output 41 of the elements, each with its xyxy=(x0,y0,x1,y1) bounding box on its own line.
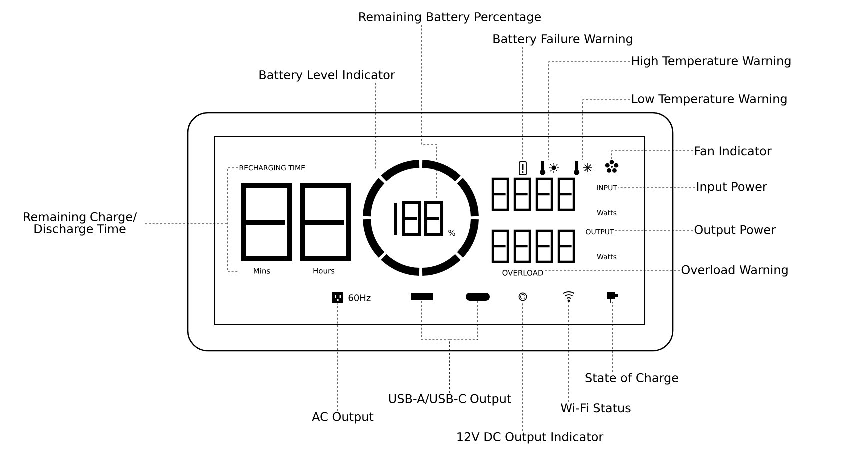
thermometer-icon xyxy=(540,161,560,176)
leader-line xyxy=(548,62,630,161)
battery-ring xyxy=(363,160,479,276)
thermometer-icon xyxy=(574,161,593,176)
leader-line xyxy=(422,24,438,200)
segment-digits xyxy=(492,178,576,212)
callout-text: Remaining Charge/ Discharge Time xyxy=(24,212,138,236)
wifi-icon xyxy=(563,291,575,302)
leader-line xyxy=(615,230,694,232)
leader-line xyxy=(582,100,630,161)
battery-icon xyxy=(519,162,527,176)
leader-line xyxy=(522,46,524,162)
fan-icon xyxy=(605,160,619,173)
battery-icon xyxy=(607,292,618,304)
callout-text: State of Charge xyxy=(586,373,678,385)
callout-text: Wi-Fi Status xyxy=(561,403,631,413)
callout-text: AC Output xyxy=(312,412,374,424)
callout-text: Output Power xyxy=(694,225,776,237)
leader-line xyxy=(612,302,614,372)
circle-icon xyxy=(518,292,528,302)
port-icon xyxy=(411,294,433,300)
callout-text: High Temperature Warning xyxy=(632,56,791,68)
callout-text: 12V DC Output Indicator xyxy=(458,432,604,444)
leader-line xyxy=(544,270,680,272)
callout-text: Overload Warning xyxy=(682,265,788,277)
display-label: 60Hz xyxy=(348,294,371,302)
callout-text: Low Temperature Warning xyxy=(632,94,787,106)
leader-line xyxy=(568,302,570,402)
port-icon xyxy=(466,293,490,301)
callout-text: Battery Failure Warning xyxy=(494,34,632,46)
callout-text: Battery Level Indicator xyxy=(260,70,396,82)
outlet-icon xyxy=(332,292,344,304)
segment-digits xyxy=(492,230,576,264)
leader-line xyxy=(450,300,478,394)
callout-text: Remaining Battery Percentage xyxy=(360,12,542,24)
callout-text: USB-A/USB-C Output xyxy=(389,394,512,406)
callout-text: Input Power xyxy=(697,182,768,194)
leader-line xyxy=(522,301,524,432)
callout-text: Fan Indicator xyxy=(695,146,772,156)
segment-digits xyxy=(394,202,444,236)
leader-line xyxy=(612,150,694,160)
